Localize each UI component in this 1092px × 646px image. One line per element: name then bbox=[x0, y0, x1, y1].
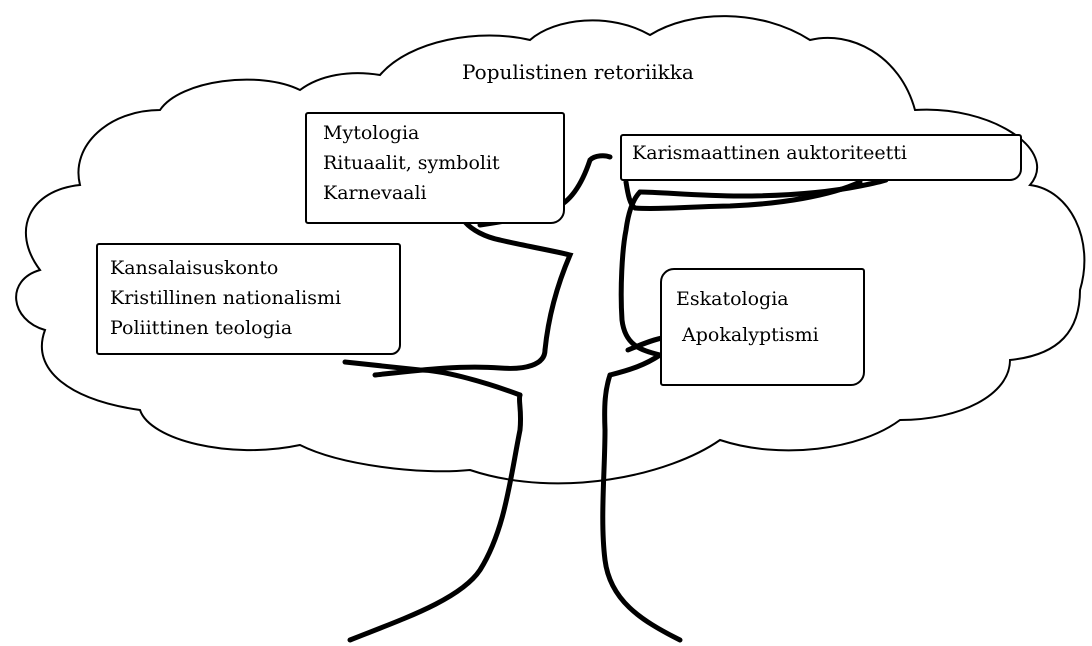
box-line: Karismaattinen auktoriteetti bbox=[632, 142, 907, 164]
box-line: Mytologia bbox=[323, 122, 420, 144]
box-line: Apokalyptismi bbox=[682, 324, 819, 346]
branch-right-main bbox=[607, 189, 667, 378]
cloud-label: Populistinen retoriikka bbox=[462, 60, 694, 84]
box-mytologia: Mytologia Rituaalit, symbolit Karnevaali bbox=[305, 112, 565, 224]
box-line: Poliittinen teologia bbox=[110, 317, 293, 339]
trunk-right bbox=[600, 372, 683, 643]
box-karisma: Karismaattinen auktoriteetti bbox=[620, 134, 1022, 181]
branch-kansalaisuskonto-2 bbox=[372, 347, 548, 378]
branch-eskatologia bbox=[625, 335, 665, 353]
box-line: Rituaalit, symbolit bbox=[323, 152, 500, 174]
trunk-left bbox=[347, 392, 524, 643]
box-line: Kristillinen nationalismi bbox=[110, 287, 342, 309]
box-eskatologia: Eskatologia Apokalyptismi bbox=[660, 268, 865, 386]
box-line: Kansalaisuskonto bbox=[110, 257, 279, 279]
box-kansalaisuskonto: Kansalaisuskonto Kristillinen nationalis… bbox=[96, 243, 401, 355]
branch-mytologia bbox=[462, 219, 574, 353]
branch-karisma-2 bbox=[623, 179, 863, 212]
branch-karisma bbox=[637, 177, 889, 199]
box-line: Karnevaali bbox=[323, 182, 427, 204]
cloud-outline bbox=[15, 15, 1086, 485]
box-line: Eskatologia bbox=[676, 288, 789, 310]
